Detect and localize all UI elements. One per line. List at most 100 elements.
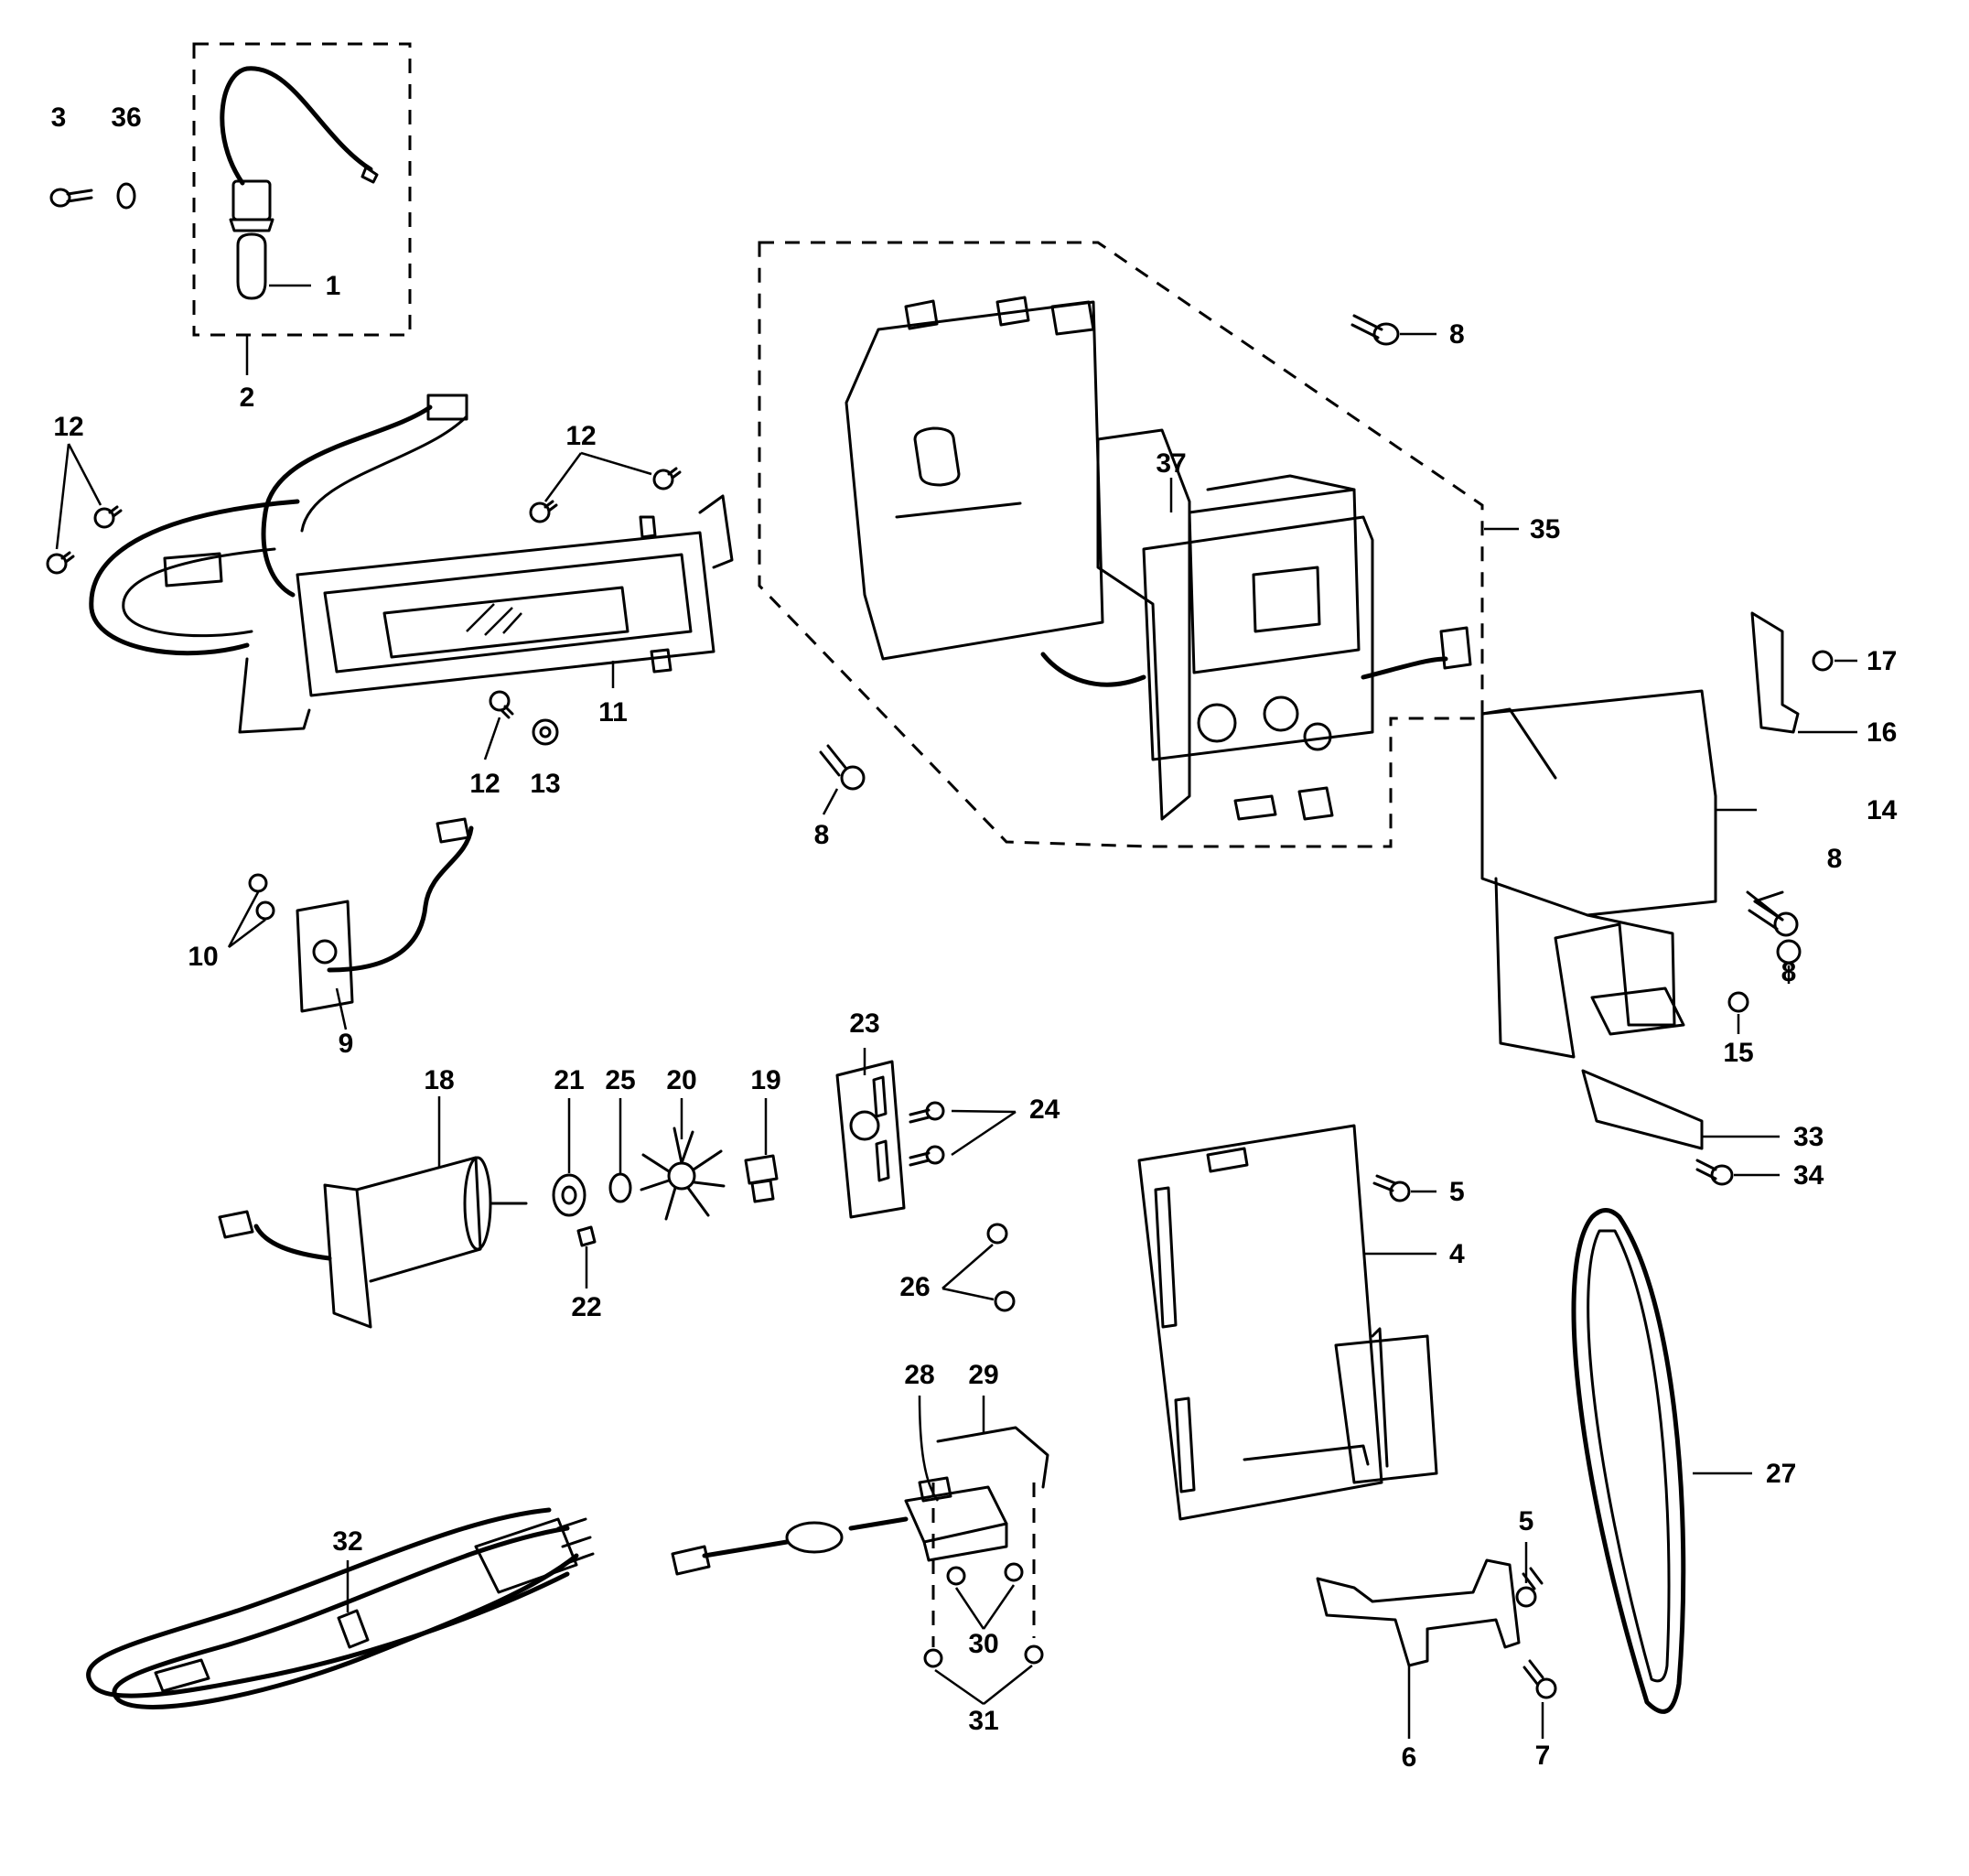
label-8-left: 8	[814, 820, 830, 850]
ribbon-cable-upper	[261, 404, 433, 598]
label-25: 25	[605, 1065, 635, 1095]
board-chip-strip-left	[1154, 1186, 1178, 1329]
screw-3-head	[49, 188, 71, 208]
plate-33	[1581, 1069, 1704, 1150]
label-3: 3	[51, 102, 67, 133]
label-26: 26	[899, 1272, 930, 1302]
cord-tie	[337, 1609, 370, 1649]
screw-15	[1727, 991, 1749, 1013]
belt-inner	[1587, 1229, 1671, 1683]
leader-31	[934, 1665, 1033, 1706]
sensor-element	[312, 939, 338, 965]
screw-8-left	[819, 744, 866, 791]
screw-8-right-b-line	[1753, 890, 1784, 903]
leader-24	[951, 1109, 1017, 1157]
label-32: 32	[332, 1526, 362, 1557]
right-housing-group	[1480, 611, 1857, 1186]
chassis-plate	[845, 300, 1104, 661]
lamp-assembly-dashed-box	[192, 42, 412, 337]
ferrite-core	[785, 1521, 844, 1554]
display-glass-reflection	[466, 603, 522, 636]
screw-7	[1535, 1677, 1557, 1699]
washer-25	[608, 1172, 632, 1203]
transformer-core	[1252, 566, 1321, 633]
board-card-slot	[1334, 1334, 1438, 1484]
housing-body	[1480, 689, 1717, 917]
label-8-right-bottom: 8	[1781, 957, 1797, 987]
display-tab-bottom	[650, 648, 672, 674]
label-1: 1	[326, 271, 341, 301]
label-33: 33	[1793, 1122, 1824, 1152]
cord-loop-2	[112, 1526, 579, 1709]
label-12-left: 12	[53, 412, 83, 442]
setscrew-22	[576, 1225, 597, 1247]
screw-30-a	[946, 1566, 966, 1586]
board-card-connector	[1371, 1327, 1389, 1468]
label-4: 4	[1449, 1239, 1465, 1269]
label-18: 18	[424, 1065, 454, 1095]
label-20: 20	[666, 1065, 696, 1095]
display-window-outer	[323, 553, 693, 674]
screw-7-shank	[1522, 1659, 1544, 1686]
bracket-29-ear	[918, 1476, 952, 1503]
mounting-axis-lines	[931, 1482, 1036, 1647]
connector-group	[671, 1395, 1049, 1706]
screw-31-a	[923, 1648, 943, 1668]
screw-5-bottom	[1515, 1586, 1537, 1608]
lamp-socket-flange	[229, 218, 274, 232]
main-board-group	[1137, 1124, 1438, 1521]
connector-wire-1	[848, 1516, 909, 1531]
display-frame	[296, 531, 716, 697]
housing-base	[1494, 877, 1676, 1059]
belt-outer	[1571, 1208, 1686, 1714]
label-12-bottom: 12	[469, 769, 500, 799]
leader-26	[941, 1244, 995, 1301]
screw-3-shank	[66, 189, 93, 203]
screw-8-right-a-shank	[1746, 890, 1784, 922]
label-37: 37	[1156, 448, 1186, 479]
power-module-dashed-outline	[758, 241, 1484, 848]
sensor-group	[227, 817, 474, 1030]
label-36: 36	[111, 102, 141, 133]
plug-19	[744, 1154, 779, 1203]
transformer-top	[1206, 474, 1356, 491]
screw-17	[1812, 650, 1834, 672]
screw-5-top-shank	[1372, 1174, 1397, 1192]
bracket-6-group	[1316, 1542, 1557, 1739]
label-6: 6	[1402, 1742, 1417, 1773]
bracket-6	[1316, 1558, 1521, 1667]
leader-9	[335, 987, 348, 1030]
screw-8-right-a	[1776, 939, 1802, 965]
connector-wire-2	[702, 1539, 790, 1558]
label-30: 30	[968, 1629, 998, 1659]
motor-mount-plate	[323, 1183, 372, 1329]
label-28: 28	[904, 1360, 934, 1390]
screw-10-a	[248, 873, 268, 893]
label-2: 2	[240, 383, 255, 413]
housing-base-block	[1590, 987, 1685, 1036]
label-9: 9	[339, 1029, 354, 1059]
pcb-wire-right	[1361, 656, 1448, 680]
capacitor-2	[1263, 695, 1299, 732]
display-tab-top	[639, 515, 657, 539]
motor-body	[355, 1156, 482, 1283]
bracket-23-slots	[872, 1075, 890, 1182]
motor-wire	[253, 1224, 332, 1261]
leader-12-bottom	[483, 717, 501, 760]
label-17: 17	[1867, 646, 1897, 676]
screw-34	[1710, 1164, 1734, 1186]
screw-26-b	[994, 1290, 1016, 1312]
display-assembly-group	[46, 394, 734, 760]
leader-8-left	[822, 788, 839, 815]
label-23: 23	[849, 1008, 879, 1039]
bracket-23	[835, 1060, 906, 1219]
screw-12-bottom	[489, 690, 514, 719]
screw-26-a	[986, 1223, 1008, 1245]
leader-10	[227, 891, 266, 948]
belt-27-group	[1571, 1208, 1752, 1714]
label-11: 11	[598, 697, 628, 728]
lamp-bulb	[236, 232, 267, 300]
sensor-connector	[436, 817, 470, 844]
leader-12-left	[55, 443, 102, 550]
